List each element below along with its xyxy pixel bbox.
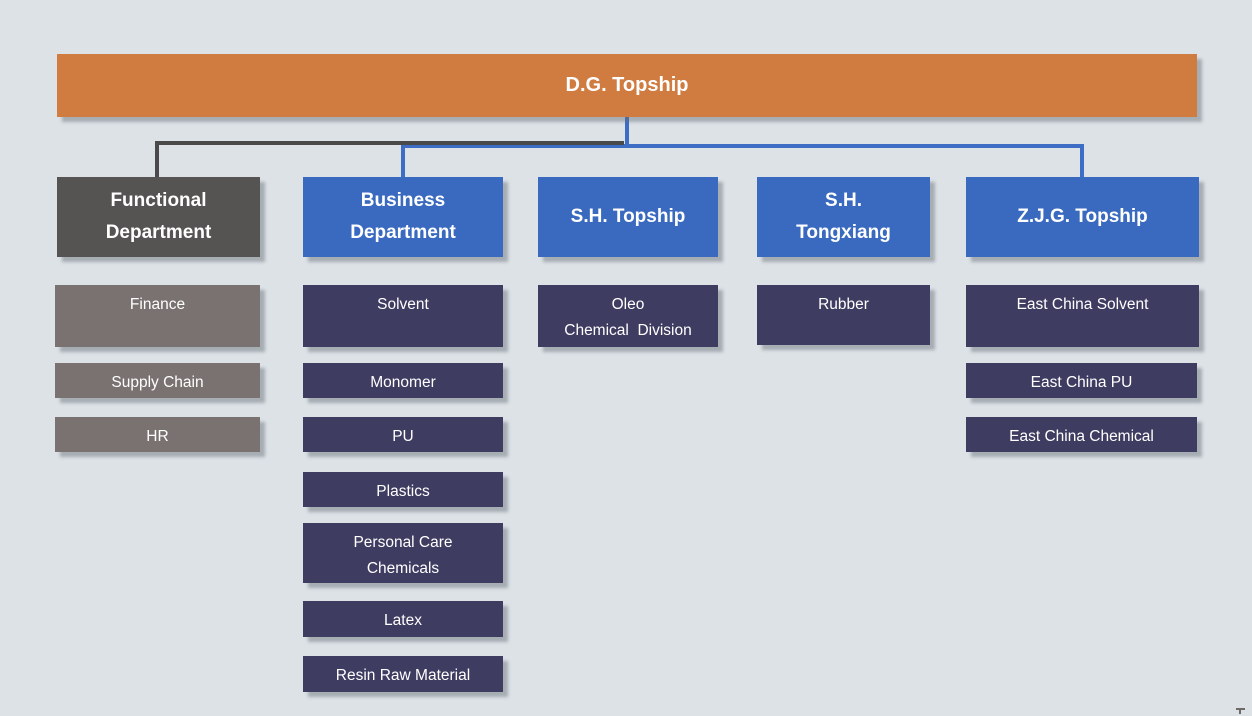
org-node-zjg-topship: Z.J.G. Topship [966,177,1199,257]
connector-gray-drop-functional [155,141,159,177]
org-node-label: HR [146,428,169,445]
org-node-business-department: Business Department [303,177,503,257]
org-node-plastics: Plastics [303,472,503,507]
stray-artifact-bar [1236,708,1245,710]
org-node-label: Personal Care Chemicals [353,534,453,577]
org-node-rubber: Rubber [757,285,930,345]
org-node-label: Plastics [376,483,430,500]
org-node-pu: PU [303,417,503,452]
org-node-east-china-pu: East China PU [966,363,1197,398]
org-node-label: Monomer [370,374,436,391]
org-node-personal-care-chemicals: Personal Care Chemicals [303,523,503,583]
org-node-label: S.H. Tongxiang [796,190,891,243]
org-node-label: Oleo Chemical Division [564,296,692,339]
connector-gray-horizontal [155,141,624,145]
org-node-label: Z.J.G. Topship [1017,206,1148,227]
org-node-label: Business Department [350,190,456,243]
org-node-functional-department: Functional Department [57,177,260,257]
org-node-dg-topship: D.G. Topship [57,54,1197,117]
org-node-label: Solvent [377,296,429,313]
org-node-label: Latex [384,612,422,629]
org-node-label: Resin Raw Material [335,667,471,684]
org-node-label: Finance [129,296,186,313]
org-node-label: East China PU [1030,374,1133,391]
stray-artifact-stem [1239,710,1241,714]
connector-blue-drop-business [401,146,405,177]
org-node-monomer: Monomer [303,363,503,398]
connector-root-stub [625,117,629,148]
org-node-east-china-solvent: East China Solvent [966,285,1199,347]
org-node-label: Functional Department [105,190,212,243]
connector-blue-drop-zjg [1080,146,1084,177]
org-node-latex: Latex [303,601,503,637]
org-node-resin-raw-material: Resin Raw Material [303,656,503,692]
org-node-sh-topship: S.H. Topship [538,177,718,257]
org-node-east-china-chemical: East China Chemical [966,417,1197,452]
org-node-solvent: Solvent [303,285,503,347]
org-node-label: PU [392,428,414,445]
org-node-label: Supply Chain [111,374,204,391]
org-node-label: East China Solvent [1016,296,1149,313]
org-node-finance: Finance [55,285,260,347]
stray-artifact-mark [1236,708,1245,714]
org-node-label: D.G. Topship [565,74,689,96]
org-node-label: S.H. Topship [570,206,686,227]
connector-blue-horizontal [401,144,1084,148]
org-node-oleo-chemical-division: Oleo Chemical Division [538,285,718,347]
org-node-supply-chain: Supply Chain [55,363,260,398]
org-node-label: Rubber [818,296,869,313]
org-node-sh-tongxiang: S.H. Tongxiang [757,177,930,257]
org-node-label: East China Chemical [1009,428,1154,445]
org-node-hr: HR [55,417,260,452]
